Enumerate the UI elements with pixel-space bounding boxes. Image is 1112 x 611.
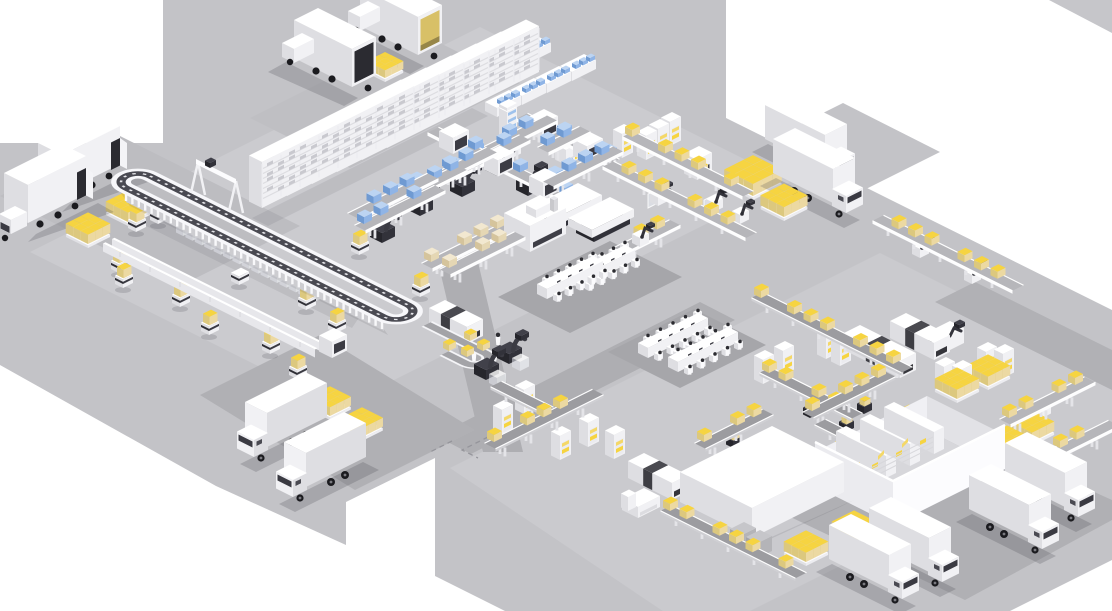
conveyor-pack-lower [602,160,757,242]
conveyor-blue-7 [542,140,624,195]
supply-cabinet-17 [605,425,625,459]
conveyor-complex-2 [802,363,896,426]
pallet-stack-out-2 [965,354,1011,390]
meeting-table-1 [537,251,608,302]
roller-machine [621,488,660,518]
robot-arm-pack-3 [732,198,755,224]
floor-main [30,27,790,407]
conveyor-bottom-strip [660,496,807,582]
truck-outbound-southwest-2 [276,412,379,512]
conveyor-tan-2 [439,228,526,283]
conveyor-pack-upper [622,122,754,200]
agv-robot-6 [201,309,219,340]
warehouse-annex [680,426,854,552]
ground-wedge-northeast [1049,0,1112,33]
agv-robot-13 [412,271,430,302]
wire-cart-2 [512,353,529,371]
conveyor-complex-5 [694,402,774,457]
conveyor-east-link [872,214,1024,294]
pallet-stack-east-2 [760,183,808,221]
agv-robot-1 [128,206,146,237]
pallet-stack-west-2 [65,212,111,248]
supply-cabinet-14 [493,400,513,434]
conveyor-east-out-2 [1050,419,1112,463]
packing-bench-2 [568,197,634,242]
loop-sorter-conveyor [111,168,423,335]
conveyor-blue-2 [354,184,446,239]
gantry-crane [189,157,245,214]
meeting-table-3 [638,308,713,361]
conveyor-east-out-1 [999,370,1096,433]
meeting-table-4 [668,322,743,375]
agv-robot-7 [231,267,249,290]
agv-robot-4 [115,262,133,293]
storage-rack-1 [249,79,415,208]
agv-guide-path-2 [429,440,453,453]
supply-cabinet-15 [551,426,571,460]
agv-guide-path-1 [460,436,489,459]
truck-inbound-north-1 [268,8,376,106]
conveyor-blue-8 [537,123,591,161]
pallet-stack-east-1 [724,155,782,200]
box-erector-3 [857,396,872,414]
agv-robot-12 [351,229,369,260]
pallet-stack-out-1 [934,367,980,403]
supply-cabinet-16 [579,413,599,447]
truck-outbound-southeast-2 [956,464,1059,564]
linear-transfer-rail [103,237,347,358]
worker-center-2 [495,332,501,345]
scanner-tunnel-2 [890,313,950,360]
conveyor-complex-north [751,283,913,378]
robot-arm-center-1 [474,345,506,380]
pallet-stack-south-1 [783,530,829,566]
shadow-racks [252,108,488,226]
robot-arm-kitting [632,221,655,247]
road-southeast [935,282,1112,390]
truck-outbound-southeast-4 [816,514,919,611]
conveyor-south-1 [484,388,604,457]
